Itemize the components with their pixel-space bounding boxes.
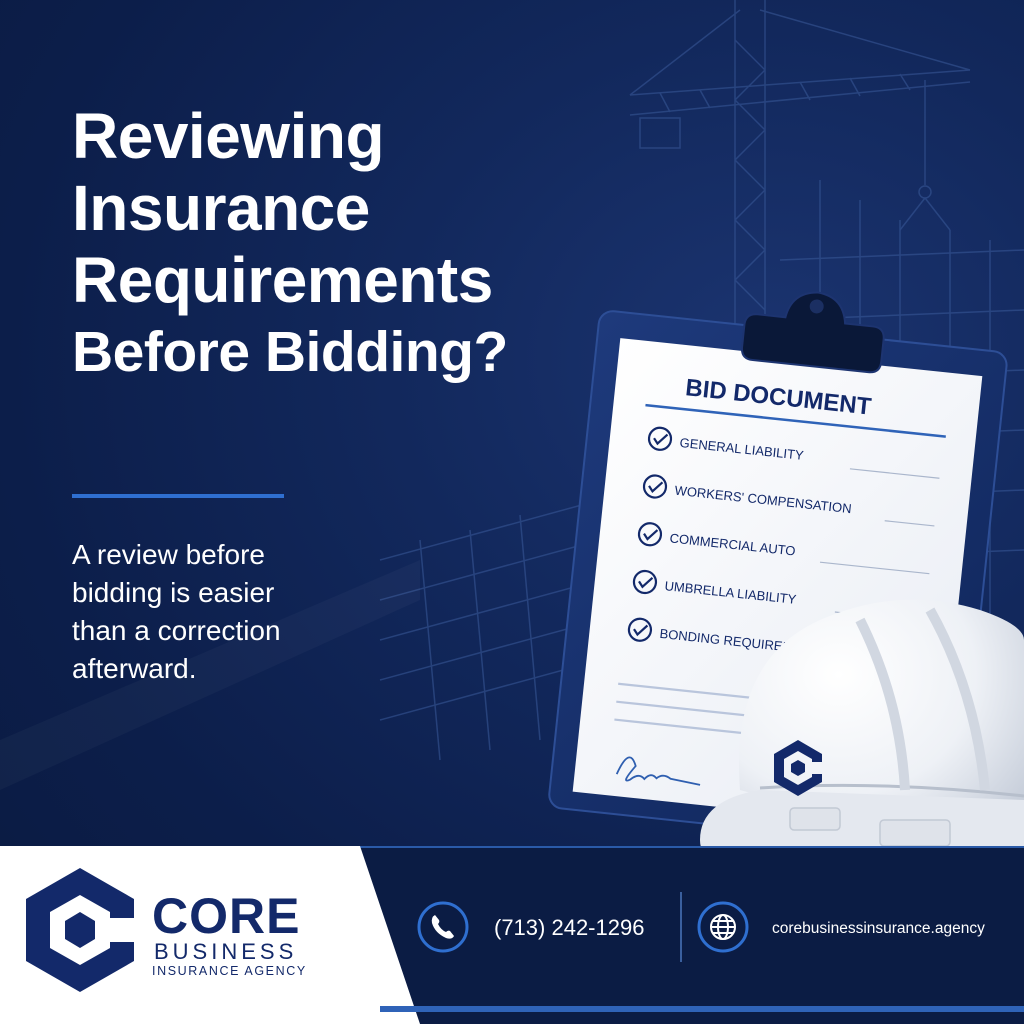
phone-number[interactable]: (713) 242-1296	[494, 915, 645, 940]
phone-icon[interactable]	[416, 900, 470, 954]
headline: Reviewing Insurance Requirements Before …	[72, 100, 632, 388]
subtext-line-2: bidding is easier	[72, 577, 275, 608]
subtext: A review before bidding is easier than a…	[72, 536, 372, 688]
headline-line-4: Before Bidding?	[72, 320, 508, 384]
subtext-line-1: A review before	[72, 539, 265, 570]
headline-line-1: Reviewing	[72, 100, 385, 172]
headline-line-3: Requirements	[72, 244, 493, 316]
logo-panel	[0, 846, 420, 1024]
globe-icon[interactable]	[696, 900, 750, 954]
contact-divider	[680, 892, 682, 962]
subtext-line-3: than a correction	[72, 615, 281, 646]
website-link[interactable]: corebusinessinsurance.agency	[772, 920, 985, 937]
accent-rule	[72, 494, 284, 498]
brand-tagline: INSURANCE AGENCY	[152, 964, 307, 978]
footer-top-line	[0, 846, 1024, 848]
headline-line-2: Insurance	[72, 172, 370, 244]
footer-bottom-line	[380, 1006, 1024, 1012]
brand-name: CORE	[152, 888, 301, 944]
subtext-line-4: afterward.	[72, 653, 197, 684]
brand-subtitle: BUSINESS	[154, 939, 298, 964]
